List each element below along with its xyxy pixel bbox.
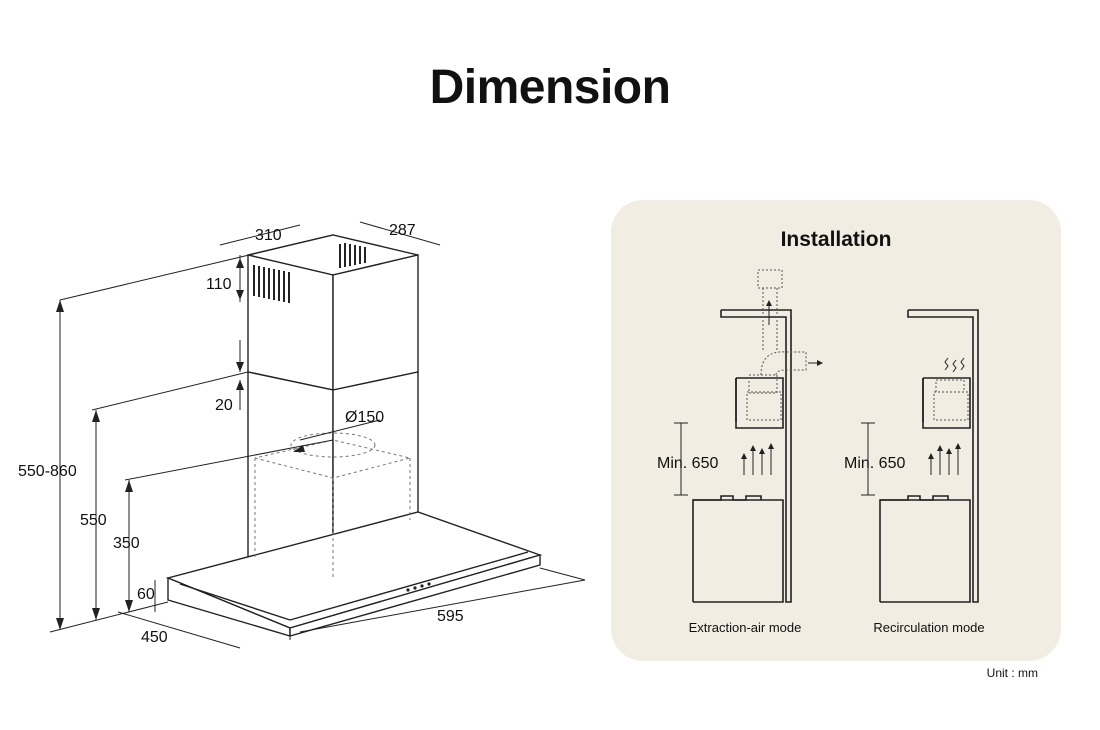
installation-diagrams: Min. 650 Extraction-air mode Min. 650 Re…	[657, 269, 985, 635]
installation-panel: Installation Min. 650	[611, 200, 1061, 661]
dim-depth: 450	[141, 629, 168, 646]
recirculation-diagram	[879, 309, 979, 603]
page-title: Dimension	[429, 61, 671, 114]
dim-total-height: 550-860	[18, 463, 77, 480]
unit-label: Unit : mm	[986, 666, 1038, 680]
dim-height-350: 350	[113, 535, 140, 552]
extraction-diagram	[692, 309, 792, 603]
hood-dimension-drawing: 310 287 110 20 Ø150 550-860 550 350 60 4…	[18, 221, 586, 649]
dim-overlap: 20	[215, 397, 233, 414]
min-clearance-extraction: Min. 650	[657, 455, 718, 472]
dim-outlet-diameter: Ø150	[345, 409, 384, 426]
caption-recirculation: Recirculation mode	[873, 620, 984, 635]
dim-width: 595	[437, 608, 464, 625]
dim-canopy-height: 60	[137, 586, 155, 603]
caption-extraction: Extraction-air mode	[689, 620, 802, 635]
installation-title: Installation	[780, 228, 892, 251]
dim-vent-height: 110	[206, 276, 232, 293]
dim-height-550: 550	[80, 512, 107, 529]
min-clearance-recirculation: Min. 650	[844, 455, 905, 472]
dim-chimney-depth: 287	[389, 222, 416, 239]
dim-chimney-width: 310	[255, 227, 282, 244]
